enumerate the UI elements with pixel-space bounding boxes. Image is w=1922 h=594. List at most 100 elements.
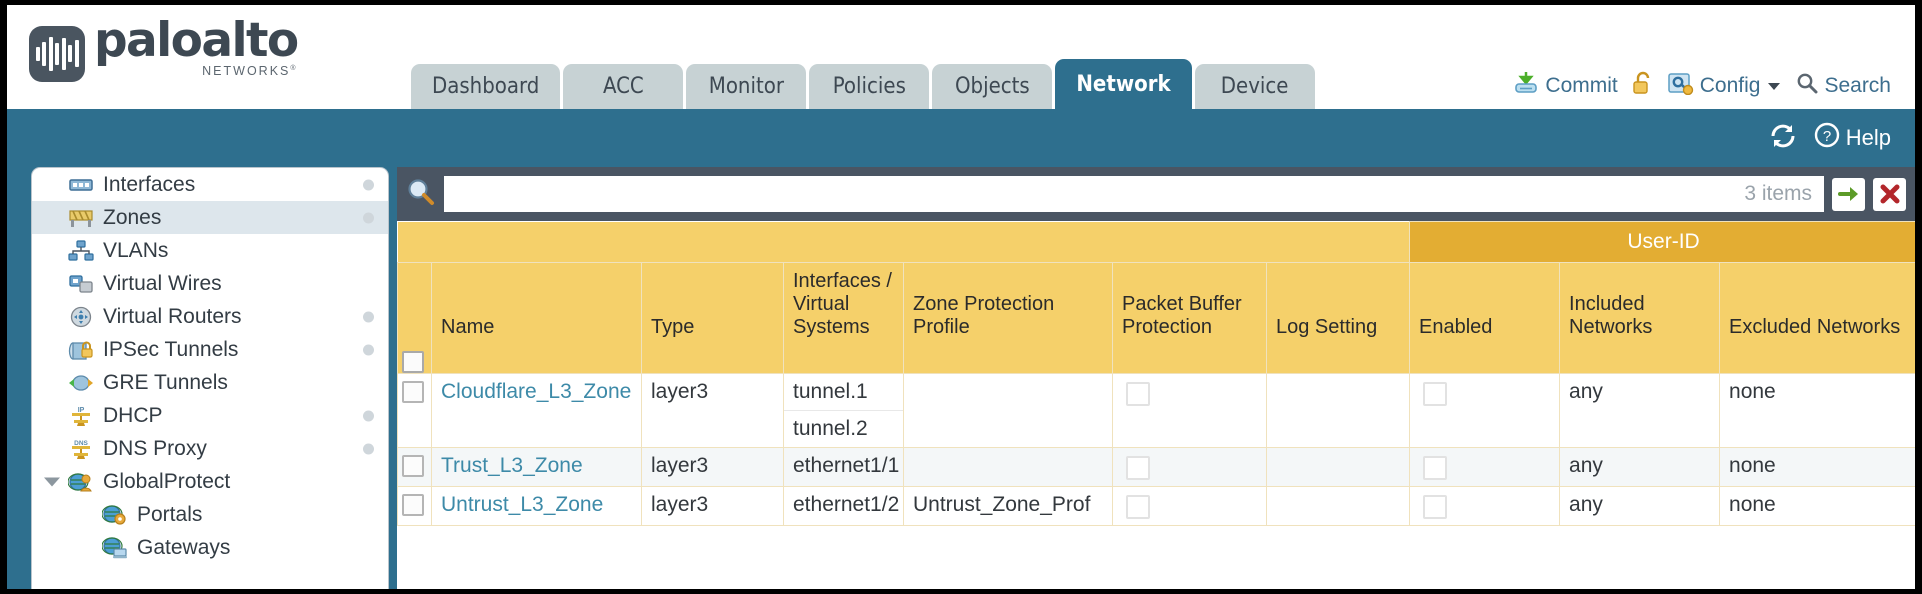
search-button[interactable]: Search: [1796, 72, 1891, 100]
config-label: Config: [1699, 74, 1761, 97]
cell-packet-buffer-protection[interactable]: [1112, 447, 1267, 487]
cell-name[interactable]: Untrust_L3_Zone: [431, 486, 642, 526]
sidebar-label-gre-tunnels: GRE Tunnels: [103, 370, 228, 394]
userid-enabled-checkbox[interactable]: [1423, 495, 1448, 519]
help-button[interactable]: ? Help: [1814, 122, 1891, 154]
clear-filter-button[interactable]: [1873, 177, 1906, 211]
row-checkbox[interactable]: [402, 494, 424, 516]
sidebar-label-dhcp: DHCP: [103, 403, 163, 427]
cell-name[interactable]: Cloudflare_L3_Zone: [431, 373, 642, 448]
sidebar-item-zones[interactable]: Zones: [32, 201, 388, 234]
cell-zone-protection-profile: Untrust_Zone_Prof: [903, 486, 1113, 526]
packet-buffer-checkbox[interactable]: [1126, 382, 1150, 406]
col-excluded-networks[interactable]: Excluded Networks: [1719, 262, 1915, 374]
cell-packet-buffer-protection[interactable]: [1112, 486, 1267, 526]
tab-acc[interactable]: ACC: [563, 64, 684, 109]
sidebar-item-interfaces[interactable]: Interfaces: [32, 168, 388, 201]
refresh-icon[interactable]: [1768, 123, 1798, 154]
sidebar-item-ipsec-tunnels[interactable]: IPSec Tunnels: [32, 333, 388, 366]
sidebar-label-globalprotect: GlobalProtect: [103, 469, 231, 493]
col-zone-protection-profile[interactable]: Zone Protection Profile: [903, 262, 1113, 374]
expand-collapse-icon[interactable]: [44, 477, 60, 486]
apply-filter-button[interactable]: [1832, 177, 1865, 211]
cell-log-setting: [1265, 447, 1411, 487]
brand-subtext: NETWORKS®: [202, 64, 298, 79]
packet-buffer-checkbox[interactable]: [1126, 456, 1150, 480]
band-actions: ? Help: [1768, 122, 1891, 154]
sidebar-item-dhcp[interactable]: IP DHCP: [32, 399, 388, 432]
search-input[interactable]: 3 items: [444, 176, 1824, 212]
search-icon[interactable]: [406, 177, 436, 212]
sidebar-item-vlans[interactable]: VLANs: [32, 234, 388, 267]
table-head: User-ID Name Type Interfaces / Virtual S…: [397, 221, 1915, 374]
dhcp-icon: IP: [68, 405, 94, 427]
zones-icon: [68, 207, 94, 229]
sidebar-item-gre-tunnels[interactable]: GRE Tunnels: [32, 366, 388, 399]
select-all-checkbox[interactable]: [402, 351, 424, 373]
col-type[interactable]: Type: [641, 262, 784, 374]
sidebar-item-virtual-wires[interactable]: Virtual Wires: [32, 267, 388, 300]
col-included-networks[interactable]: Included Networks: [1559, 262, 1721, 374]
ipsec-tunnels-icon: [68, 339, 94, 361]
col-packet-buffer-protection[interactable]: Packet Buffer Protection: [1112, 262, 1267, 374]
row-checkbox[interactable]: [402, 455, 424, 477]
packet-buffer-checkbox[interactable]: [1126, 495, 1150, 519]
table-row[interactable]: Cloudflare_L3_Zone layer3 tunnel.1 tunne…: [397, 373, 1915, 448]
col-enabled[interactable]: Enabled: [1409, 262, 1561, 374]
commit-icon: [1513, 71, 1539, 101]
sidebar-item-portals[interactable]: Portals: [32, 498, 388, 531]
sidebar-label-ipsec-tunnels: IPSec Tunnels: [103, 337, 239, 361]
logo-text: paloalto NETWORKS®: [94, 17, 299, 79]
zone-link[interactable]: Untrust_L3_Zone: [441, 493, 604, 516]
tab-dashboard[interactable]: Dashboard: [411, 64, 561, 109]
col-name[interactable]: Name: [431, 262, 642, 374]
row-select-cell[interactable]: [397, 447, 432, 487]
table-row[interactable]: Untrust_L3_Zone layer3 ethernet1/2 Untru…: [397, 486, 1915, 526]
sidebar-item-dns-proxy[interactable]: DNS DNS Proxy: [32, 432, 388, 465]
interface-entry: tunnel.2: [793, 417, 868, 440]
group-header-spacer: [397, 221, 1410, 263]
palo-alto-web-interface: paloalto NETWORKS® Dashboard ACC Monitor…: [6, 4, 1916, 590]
svg-text:?: ?: [1823, 128, 1831, 145]
row-select-cell[interactable]: [397, 373, 432, 448]
unlock-icon: [1632, 71, 1654, 101]
userid-enabled-checkbox[interactable]: [1423, 382, 1448, 406]
cell-userid-enabled[interactable]: [1409, 447, 1561, 487]
cell-excluded-networks: none: [1719, 486, 1915, 526]
cell-type: layer3: [641, 373, 784, 448]
select-all-header[interactable]: [397, 262, 432, 374]
tab-monitor[interactable]: Monitor: [686, 64, 807, 109]
sidebar-item-globalprotect[interactable]: GlobalProtect: [32, 465, 388, 498]
gateways-icon: [101, 536, 128, 559]
sidebar-item-gateways[interactable]: Gateways: [32, 531, 388, 564]
sidebar-status-dot: [363, 410, 374, 421]
cell-userid-enabled[interactable]: [1409, 486, 1561, 526]
close-icon: [1880, 184, 1899, 204]
row-select-cell[interactable]: [397, 486, 432, 526]
col-log-setting[interactable]: Log Setting: [1265, 262, 1411, 374]
globalprotect-icon: [67, 471, 94, 493]
cell-log-setting: [1265, 486, 1411, 526]
config-button[interactable]: Config: [1668, 71, 1783, 101]
cell-userid-enabled[interactable]: [1409, 373, 1561, 448]
tab-policies[interactable]: Policies: [809, 64, 930, 109]
tab-device[interactable]: Device: [1194, 64, 1315, 109]
row-checkbox[interactable]: [402, 381, 424, 403]
cell-name[interactable]: Trust_L3_Zone: [431, 447, 642, 487]
tab-objects[interactable]: Objects: [932, 64, 1053, 109]
cell-zone-protection-profile: [903, 373, 1113, 448]
sidebar-item-virtual-routers[interactable]: Virtual Routers: [32, 300, 388, 333]
tab-network[interactable]: Network: [1055, 59, 1192, 109]
zone-link[interactable]: Trust_L3_Zone: [441, 454, 583, 477]
chevron-down-icon: [1766, 74, 1782, 98]
userid-enabled-checkbox[interactable]: [1423, 456, 1448, 480]
interface-entry: tunnel.1: [784, 374, 903, 411]
cell-packet-buffer-protection[interactable]: [1112, 373, 1267, 448]
zone-link[interactable]: Cloudflare_L3_Zone: [441, 380, 632, 403]
col-interfaces[interactable]: Interfaces / Virtual Systems: [783, 262, 904, 374]
virtual-wires-icon: [68, 273, 94, 295]
unlock-button[interactable]: [1632, 71, 1654, 101]
table-row[interactable]: Trust_L3_Zone layer3 ethernet1/1 any non…: [397, 447, 1915, 487]
paloalto-logo[interactable]: paloalto NETWORKS®: [29, 17, 299, 82]
commit-button[interactable]: Commit: [1513, 71, 1618, 101]
